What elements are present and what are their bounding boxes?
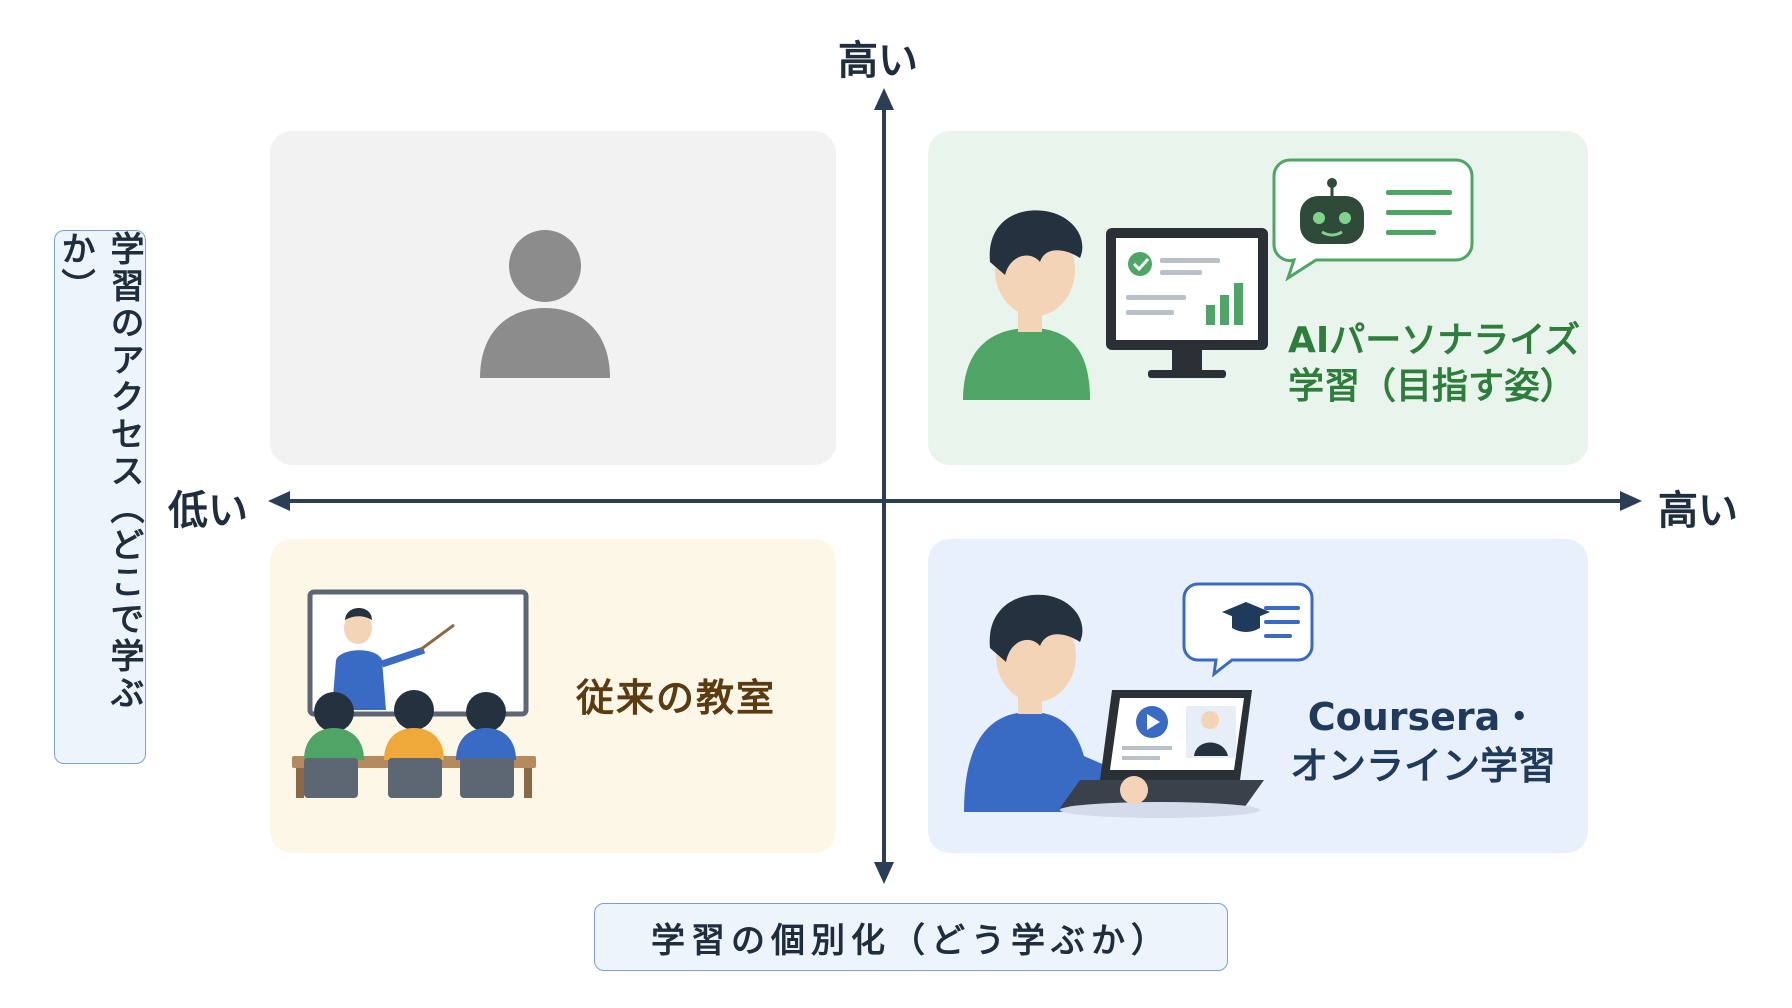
x-axis-arrow-right (1620, 491, 1642, 511)
x-axis-title-box: 学習の個別化（どう学ぶか） (594, 903, 1228, 971)
quadrant-bottom-left-label: 従来の教室 (576, 676, 777, 720)
axes (268, 88, 1642, 884)
x-axis-low-label: 低い (168, 488, 248, 534)
quadrant-bottom-right-line2: オンライン学習 (1290, 743, 1557, 788)
x-axis-title: 学習の個別化（どう学ぶか） (651, 920, 1171, 961)
quadrant-bottom-right-label: Coursera・ オンライン学習 (1290, 693, 1556, 790)
y-axis-title: 学習のアクセス（どこで学ぶか） (55, 231, 144, 712)
y-axis-high-label: 高い (838, 38, 918, 84)
quadrant-top-right-line2: 学習（目指す姿） (1288, 366, 1577, 408)
y-axis-arrow-top (874, 88, 894, 110)
user-placeholder-icon (480, 230, 610, 378)
quadrant-bottom-right-line1: Coursera・ (1307, 695, 1539, 739)
ai-learner-icon (963, 158, 1474, 400)
x-axis-high-label: 高い (1658, 488, 1738, 534)
quadrant-top-right-line1: AIパーソナライズ (1288, 320, 1581, 361)
quadrant-top-right-label: AIパーソナライズ 学習（目指す姿） (1288, 318, 1580, 410)
classroom-icon (292, 589, 536, 798)
y-axis-arrow-bottom (874, 862, 894, 884)
online-course-icon (964, 582, 1314, 818)
y-axis-title-box: 学習のアクセス（どこで学ぶか） (54, 230, 146, 764)
x-axis-arrow-left (268, 491, 290, 511)
